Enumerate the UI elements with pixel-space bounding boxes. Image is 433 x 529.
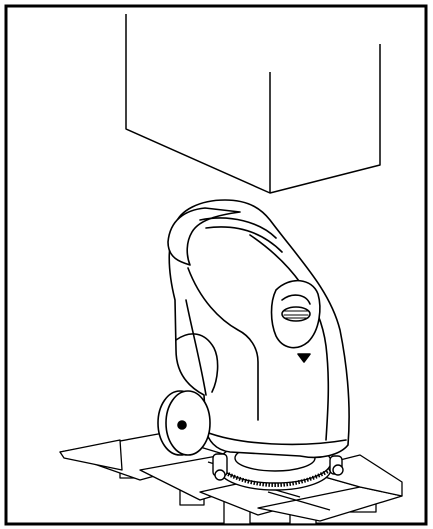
rear-wheel <box>158 391 210 455</box>
